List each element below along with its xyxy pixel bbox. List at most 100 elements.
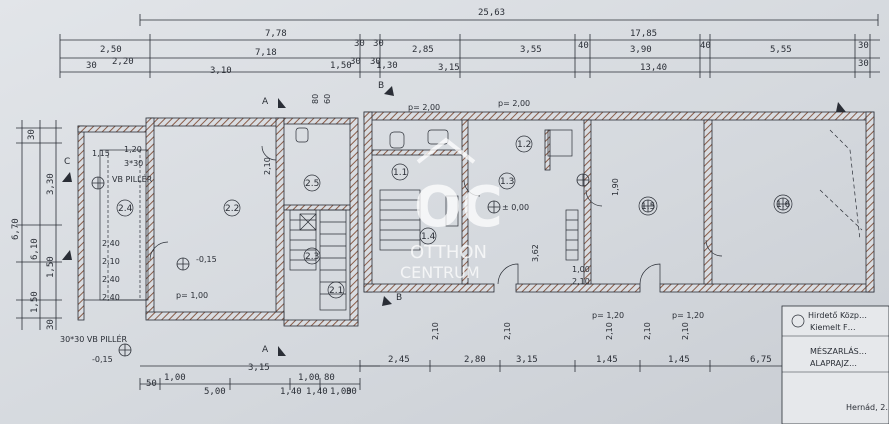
dim-note: 60	[323, 94, 332, 104]
watermark-logo: OC OTTHON CENTRUM	[400, 137, 503, 282]
parapet-note: p= 1,20	[592, 311, 624, 320]
dim-note: 1,90	[611, 178, 620, 196]
title-block: Hirdető Közp… Kiemelt F… MÉSZARLÁS… ALAP…	[781, 305, 889, 424]
counter-icon	[445, 195, 459, 227]
dim-note: 2,10	[681, 322, 690, 340]
room-number: 2.4	[118, 204, 133, 214]
dim-label: 3,30	[46, 173, 56, 195]
pillar-note: VB PILLÉR	[112, 173, 153, 184]
bottom-dim-labels: 2,45 2,80 3,15 1,45 1,45 6,75 3,15 1,00 …	[146, 355, 772, 397]
section-arrow-icon	[278, 346, 286, 356]
section-arrow-icon	[278, 98, 286, 108]
dim-note: 2,40	[102, 239, 120, 248]
dim-label: 1,50	[30, 291, 40, 313]
dim-note: 2,10	[102, 257, 120, 266]
dim-note: 2,10	[643, 322, 652, 340]
dim-note: 2,10	[263, 157, 272, 175]
pillar-note: 30*30 VB PILLÉR	[60, 333, 128, 344]
dim-note: 2,10	[572, 277, 590, 286]
dim-label: 30	[370, 57, 381, 67]
dim-label: 40	[700, 41, 711, 51]
dim-label: 6,75	[750, 355, 772, 365]
dim-label: 30	[858, 59, 869, 69]
room-number: 1.2	[517, 140, 531, 150]
room-number: 2.3	[305, 252, 319, 262]
dim-note: 1,00	[572, 265, 590, 274]
dim-label: 1,40	[280, 387, 302, 397]
dim-total: 25,63	[478, 8, 505, 18]
watermark-logo-text: OC	[414, 175, 503, 240]
dim-label: 3,90	[630, 45, 652, 55]
annotations: VB PILLÉR 30*30 VB PILLÉR -0,15 -0,15 ± …	[60, 94, 704, 364]
house-icon	[416, 137, 476, 164]
stamp-icon	[791, 314, 805, 328]
dim-label: 1,40	[306, 387, 328, 397]
dim-label: 3,55	[520, 45, 542, 55]
section-marks: A A B B C	[62, 81, 846, 356]
dim-note: 3*30	[124, 159, 143, 168]
dim-label: 30	[858, 41, 869, 51]
watermark-line: CENTRUM	[400, 263, 480, 282]
dim-label: 30	[346, 387, 357, 397]
dim-label: 7,18	[255, 48, 277, 58]
doors	[149, 129, 863, 285]
dim-note: 2,10	[503, 322, 512, 340]
title-line: Hirdető Közp…	[808, 311, 867, 320]
dim-label: 3,15	[516, 355, 538, 365]
bottom-vertical-dims: 2,10 2,10 2,10 2,10 2,10	[431, 322, 690, 340]
parapet-note: p= 2,00	[408, 103, 440, 112]
level-note: ± 0,00	[502, 203, 529, 212]
bottom-dimensions	[139, 360, 791, 390]
watermark-line: OTTHON	[410, 242, 487, 263]
room-number: 1.4	[421, 232, 436, 242]
top-dimensions	[59, 14, 880, 78]
section-b-label: B	[378, 81, 384, 91]
room-number: 1.3	[500, 177, 514, 187]
section-a-label: A	[262, 345, 269, 355]
dim-label: 2,45	[388, 355, 410, 365]
walls	[77, 111, 875, 327]
dim-label: 1,30	[376, 61, 398, 71]
top-dim-row-3: 3,10 1,50 1,30	[210, 61, 398, 76]
dim-label: 1,45	[596, 355, 618, 365]
section-b-label: B	[396, 293, 402, 303]
room-number: 1.6	[776, 200, 791, 210]
level-note: -0,15	[196, 255, 217, 264]
level-markers	[91, 173, 790, 357]
dim-label: 30	[354, 39, 365, 49]
dim-note: 2,40	[102, 275, 120, 284]
top-dim-row-2: 30 2,20 7,18 30 30 3,15 13,40 30	[86, 48, 869, 73]
section-c-label: C	[64, 157, 70, 167]
dim-label: 13,40	[640, 63, 667, 73]
room-number: 2.2	[225, 204, 239, 214]
room-number: 2.5	[305, 179, 319, 189]
title-line: ALAPRAJZ…	[810, 359, 857, 368]
left-dimensions	[16, 120, 62, 330]
dim-label: 6,70	[11, 218, 21, 240]
dim-label: 30	[27, 129, 37, 140]
dim-note: 2,10	[605, 322, 614, 340]
dim-label: 1,00	[164, 373, 186, 383]
dim-label: 30	[373, 39, 384, 49]
shower-icon	[299, 213, 317, 231]
top-dim-row-1: 2,50 30 30 2,85 3,55 40 3,90 40 5,55 30	[100, 39, 869, 55]
left-dim-labels: 30 3,30 6,10 6,70 1,50 1,50 30	[11, 129, 56, 330]
section-arrow-icon	[382, 296, 392, 306]
dim-label: 5,00	[204, 387, 226, 397]
dim-label: 2,50	[100, 45, 122, 55]
dim-label: 2,80	[464, 355, 486, 365]
section-arrow-icon	[62, 250, 72, 260]
dim-label: 3,15	[438, 63, 460, 73]
wc-icon	[295, 127, 309, 143]
parapet-note: p= 2,00	[498, 99, 530, 108]
dim-label: 1,45	[668, 355, 690, 365]
title-line: Hernád, 2…	[846, 403, 889, 412]
section-arrow-icon	[384, 86, 394, 96]
dim-note: 2,40	[102, 293, 120, 302]
title-line: Kiemelt F…	[810, 323, 856, 332]
dim-note: 1,15	[92, 149, 110, 158]
room-number: 1.5	[641, 202, 655, 212]
room-number: 1.1	[393, 168, 407, 178]
parapet-note: p= 1,20	[672, 311, 704, 320]
section-arrow-icon	[62, 172, 72, 182]
